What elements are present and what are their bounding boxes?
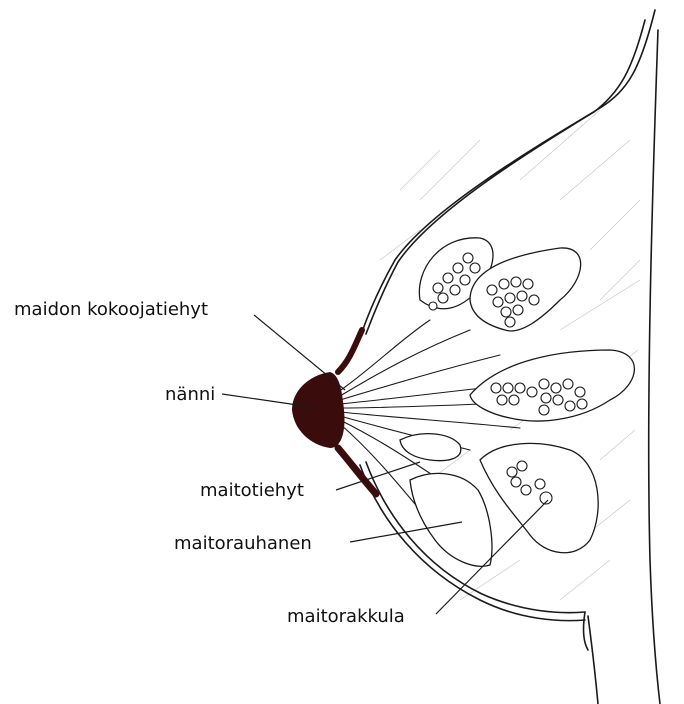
label-collecting-duct: maidon kokoojatiehyt [14, 299, 208, 321]
small-lobule [400, 434, 461, 461]
nipple-areola [292, 330, 376, 494]
label-milk-duct: maitotiehyt [200, 480, 304, 502]
lower-lobule [480, 443, 598, 552]
leader-collecting-duct [254, 315, 345, 390]
areola-upper [338, 330, 362, 372]
label-nipple: nänni [165, 384, 215, 406]
label-mammary-gland: maitorauhanen [174, 533, 312, 555]
label-alveolus: maitorakkula [287, 606, 405, 628]
